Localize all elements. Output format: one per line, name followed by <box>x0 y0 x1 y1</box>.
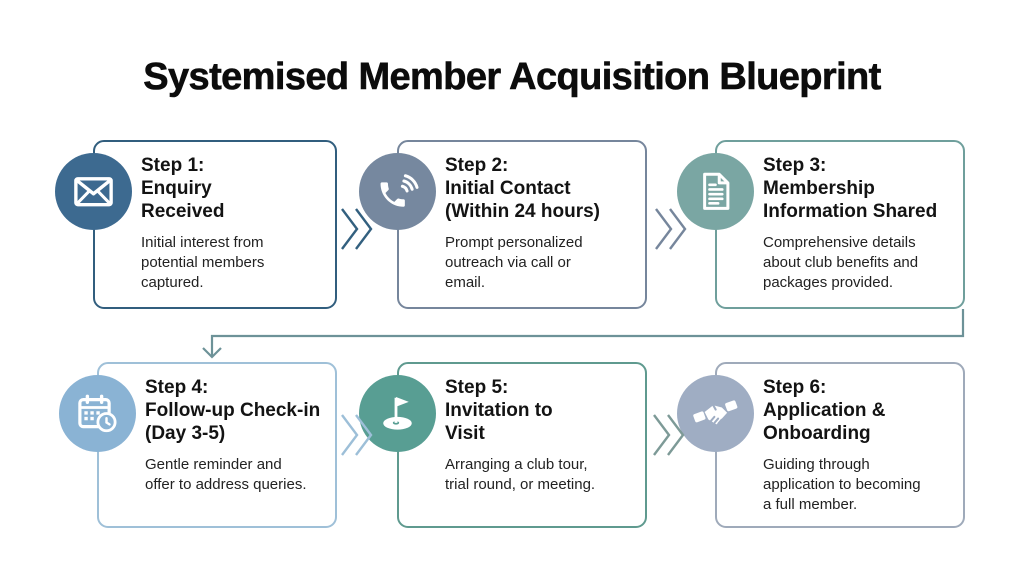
step-5-title: Step 5: Invitation to Visit <box>445 377 553 445</box>
phone-icon <box>359 153 436 230</box>
golf-flag-icon <box>359 375 436 452</box>
down-arrowhead-icon <box>202 347 222 359</box>
step-3-title: Step 3: Membership Information Shared <box>763 155 938 223</box>
step-2-description: Prompt personalized outreach via call or… <box>445 233 583 291</box>
step-4-body: Step 4: Follow-up Check-in (Day 3-5) Gen… <box>145 376 329 495</box>
step-1-card: Step 1: Enquiry Received Initial interes… <box>55 140 337 309</box>
step-3-description: Comprehensive details about club benefit… <box>763 233 919 291</box>
envelope-icon <box>55 153 132 230</box>
step-5-body: Step 5: Invitation to Visit Arranging a … <box>445 376 639 495</box>
arrow-step4-to-step5-icon <box>341 414 373 456</box>
step-6-card: Step 6: Application & Onboarding Guiding… <box>677 362 965 528</box>
step-5-card: Step 5: Invitation to Visit Arranging a … <box>359 362 647 528</box>
step-1-description: Initial interest from potential members … <box>141 233 265 291</box>
step-6-body: Step 6: Application & Onboarding Guiding… <box>763 376 957 515</box>
arrow-step1-to-step2-icon <box>341 208 373 250</box>
step-6-title: Step 6: Application & Onboarding <box>763 377 886 445</box>
page-title: Systemised Member Acquisition Blueprint <box>143 56 882 99</box>
step-4-title: Step 4: Follow-up Check-in (Day 3-5) <box>145 377 321 445</box>
step-2-title: Step 2: Initial Contact (Within 24 hours… <box>445 155 600 223</box>
step-5-description: Arranging a club tour, trial round, or m… <box>445 455 596 493</box>
step-3-card: Step 3: Membership Information Shared Co… <box>677 140 965 309</box>
step-4-card: Step 4: Follow-up Check-in (Day 3-5) Gen… <box>59 362 337 528</box>
step-1-body: Step 1: Enquiry Received Initial interes… <box>141 154 329 293</box>
calendar-clock-icon <box>59 375 136 452</box>
step-2-card: Step 2: Initial Contact (Within 24 hours… <box>359 140 647 309</box>
document-icon <box>677 153 754 230</box>
handshake-icon <box>677 375 754 452</box>
arrow-step5-to-step6-icon <box>653 414 685 456</box>
step-2-body: Step 2: Initial Contact (Within 24 hours… <box>445 154 639 293</box>
step-3-body: Step 3: Membership Information Shared Co… <box>763 154 957 293</box>
step-1-title: Step 1: Enquiry Received <box>141 155 225 223</box>
step-4-description: Gentle reminder and offer to address que… <box>145 455 307 493</box>
step-6-description: Guiding through application to becoming … <box>763 455 921 513</box>
arrow-step2-to-step3-icon <box>655 208 687 250</box>
